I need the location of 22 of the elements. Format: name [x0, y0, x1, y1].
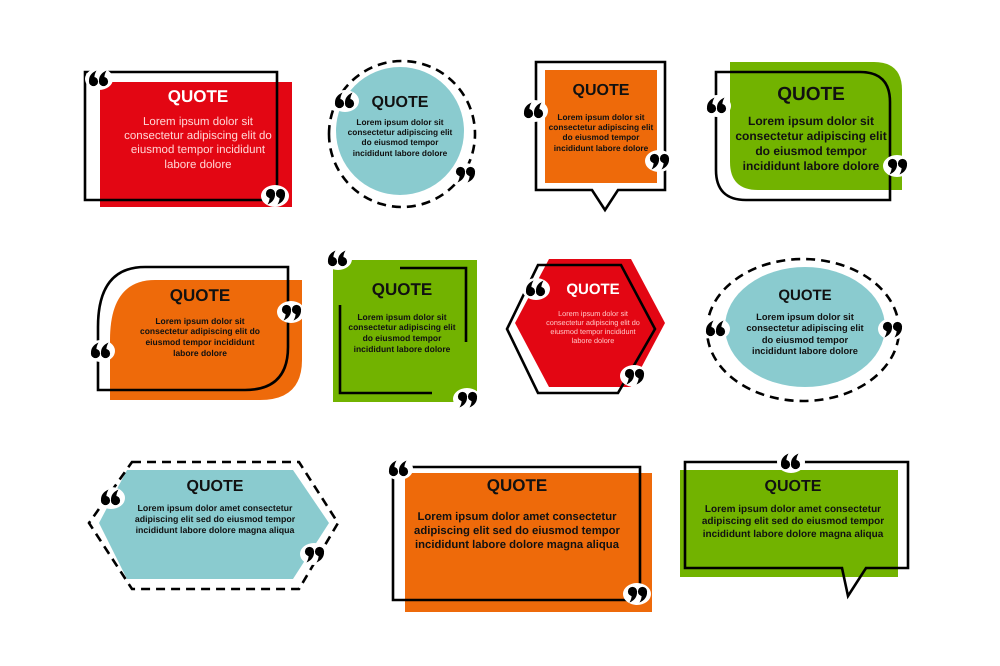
quote-heading: QUOTE: [186, 478, 244, 496]
quote-body-text: Lorem ipsum dolor sit consectetur adipiscing elit do eiusmod tempor incididunt labore dolore: [139, 316, 261, 358]
quote-heading: QUOTE: [486, 477, 548, 496]
quote-heading: QUOTE: [168, 88, 228, 107]
quote-heading: QUOTE: [777, 85, 845, 106]
quote-body-text: Lorem ipsum dolor amet consectetur adipiscing elit sed do eiusmod tempor incididunt labore dolore magna aliqua: [700, 504, 886, 542]
quote-body-text: Lorem ipsum dolor sit consectetur adipiscing elit do eiusmod tempor incididunt labore dolore: [123, 114, 273, 172]
quote-heading: QUOTE: [372, 281, 432, 300]
quote-heading: QUOTE: [764, 478, 822, 496]
quote-heading: QUOTE: [566, 282, 620, 298]
quote-body-text: Lorem ipsum dolor sit consectetur adipiscing elit do eiusmod tempor incididunt labore dolore: [548, 112, 654, 154]
quote-body-text: Lorem ipsum dolor sit consectetur adipiscing elit do eiusmod tempor incididunt labore dolore: [734, 114, 888, 174]
quote-body-text: Lorem ipsum dolor amet consectetur adipiscing elit sed do eiusmod tempor incididunt labore dolore magna aliqua: [134, 502, 296, 536]
quote-body-text: Lorem ipsum dolor sit consectetur adipiscing elit do eiusmod tempor incididunt labore dolore: [347, 312, 457, 354]
quote-heading: QUOTE: [372, 94, 428, 112]
quote-heading: QUOTE: [170, 287, 230, 306]
quote-body-text: Lorem ipsum dolor sit consectetur adipiscing elit do eiusmod tempor incididunt labore dolore: [745, 312, 865, 358]
quote-body-text: Lorem ipsum dolor amet consectetur adipiscing elit sed do eiusmod tempor incididunt labore dolore magna aliqua: [413, 510, 621, 552]
quote-heading: QUOTE: [572, 82, 630, 100]
quote-heading: QUOTE: [778, 288, 832, 304]
quote-frame: [83, 68, 295, 210]
quote-body-text: Lorem ipsum dolor sit consectetur adipiscing elit do eiusmod tempor incididunt labore dolore: [346, 116, 454, 158]
